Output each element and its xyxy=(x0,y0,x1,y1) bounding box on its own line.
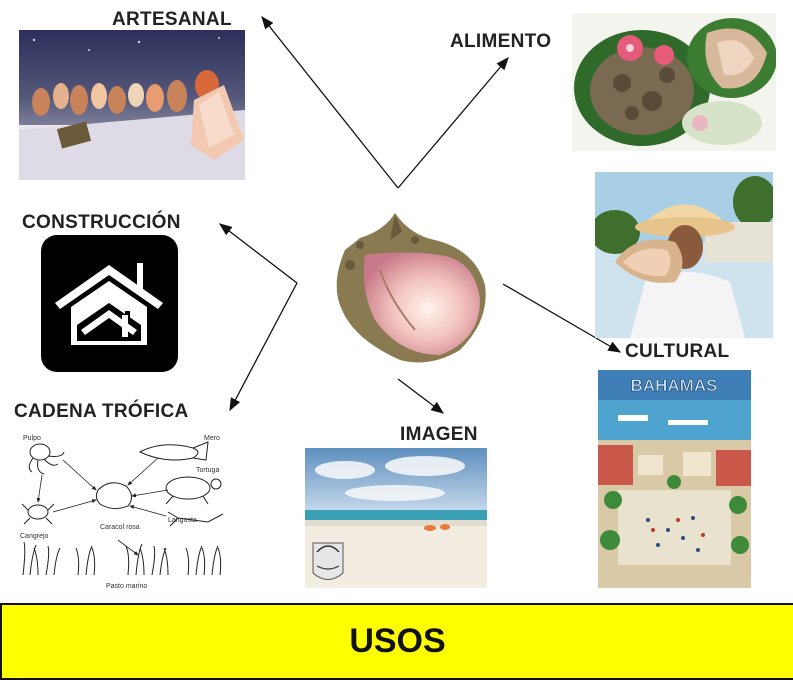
arrow-to-alimento xyxy=(397,57,509,189)
snail-drawing xyxy=(95,482,132,510)
arrow-to-construccion xyxy=(218,223,298,284)
emblem-icon xyxy=(312,542,344,580)
food-web-label-caracol-rosa: Caracol rosa xyxy=(100,524,140,531)
food-web-label-pasto-marino: Pasto marino xyxy=(106,583,147,590)
imagen-beach-photo xyxy=(305,448,487,588)
grouper-drawing xyxy=(138,441,209,461)
label-artesanal: ARTESANAL xyxy=(112,9,232,30)
arrow-to-imagen xyxy=(397,378,445,414)
food-web-label-pulpo: Pulpo xyxy=(23,435,41,442)
arrow-to-cadena xyxy=(229,282,298,412)
food-web-diagram: Pulpo Mero Tortuga Cangrejo Caracol rosa… xyxy=(18,430,246,592)
octopus-drawing xyxy=(28,443,65,475)
poster-title: BAHAMAS xyxy=(631,376,718,395)
food-web-label-mero: Mero xyxy=(204,435,220,442)
turtle-drawing xyxy=(165,476,222,505)
cultural-photo xyxy=(595,172,773,338)
seagrass-drawing xyxy=(22,541,222,576)
banner-title: USOS xyxy=(349,622,446,660)
crab-drawing xyxy=(21,503,55,525)
artesanal-photo xyxy=(19,30,245,180)
label-alimento: ALIMENTO xyxy=(450,31,552,52)
label-imagen: IMAGEN xyxy=(400,424,478,445)
label-construccion: CONSTRUCCIÓN xyxy=(22,212,181,233)
food-web-label-langosta: Langosta xyxy=(168,517,197,524)
bahamas-poster: BAHAMAS xyxy=(598,370,751,588)
lobster-drawing xyxy=(167,511,224,527)
alimento-photo xyxy=(572,13,776,151)
construccion-house-tile xyxy=(41,235,178,372)
label-cadena-trofica: CADENA TRÓFICA xyxy=(14,401,189,422)
conch-shell-image xyxy=(320,210,500,370)
label-cultural: CULTURAL xyxy=(625,341,730,362)
food-web-label-tortuga: Tortuga xyxy=(196,467,219,474)
usos-banner: USOS xyxy=(0,603,793,680)
arrow-to-artesanal xyxy=(261,15,399,189)
food-web-label-cangrejo: Cangrejo xyxy=(20,533,49,540)
